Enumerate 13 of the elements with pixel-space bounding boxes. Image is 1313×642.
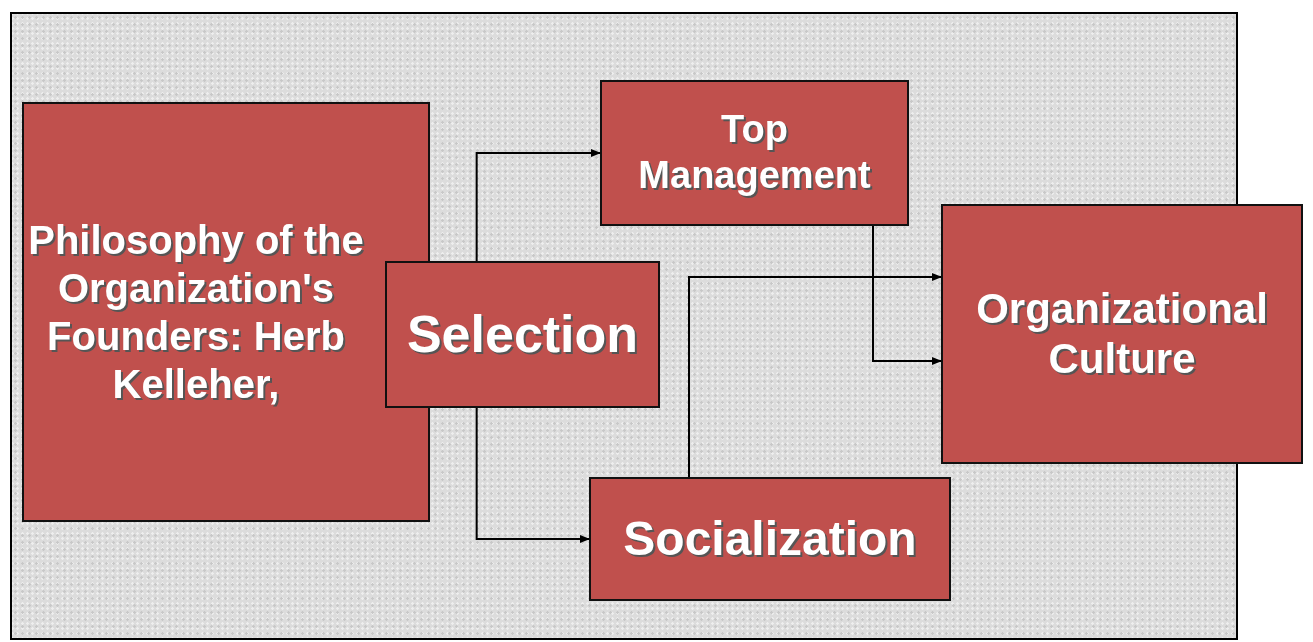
arrow	[475, 149, 601, 262]
box-label: Philosophy of the Organization's Founders: Herb Kelleher,	[27, 217, 365, 408]
process-box	[941, 204, 1303, 464]
box-label: Top Management	[637, 107, 872, 198]
arrow	[688, 273, 942, 478]
box-label: Socialization	[623, 511, 917, 568]
box-label: Selection	[406, 304, 639, 366]
process-box	[589, 477, 951, 601]
process-box	[385, 261, 660, 408]
box-label: Organizational Culture	[975, 283, 1269, 384]
arrow	[475, 407, 590, 543]
process-box	[600, 80, 909, 226]
arrow	[872, 225, 942, 365]
